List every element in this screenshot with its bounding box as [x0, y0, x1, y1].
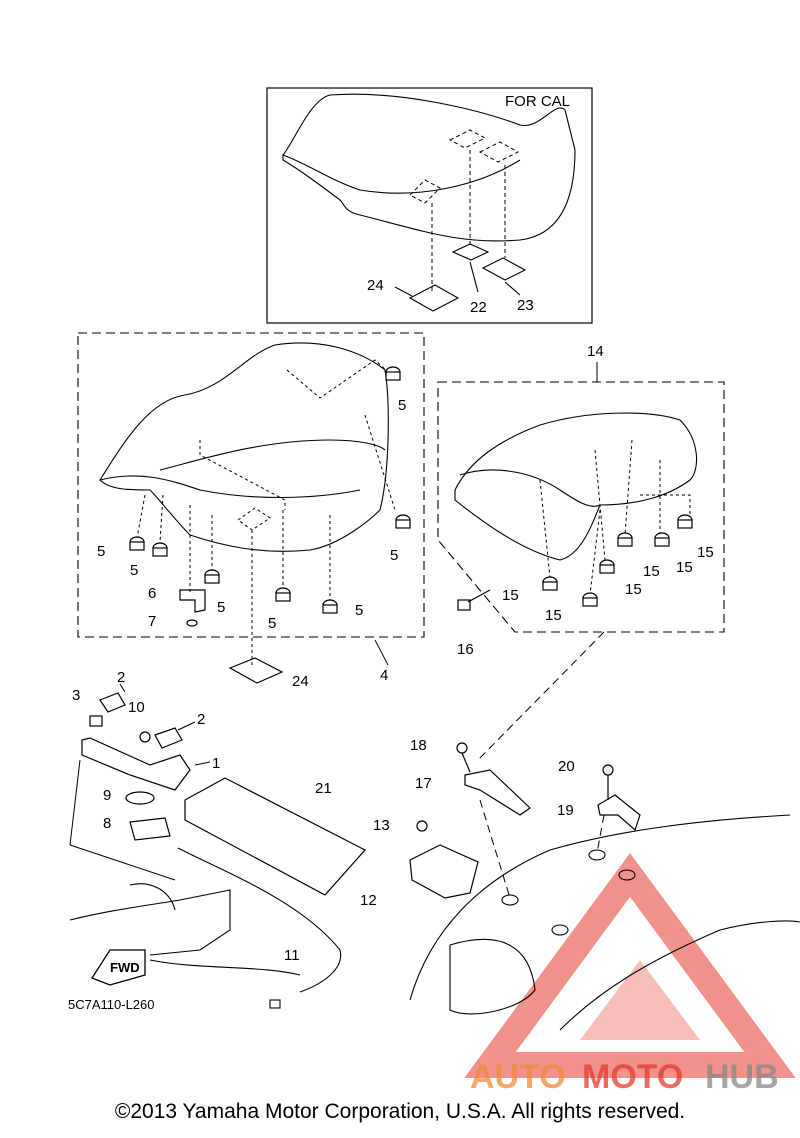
lock-leaders — [69, 683, 211, 881]
frame-sketch-right — [409, 814, 800, 1031]
seat-lock-assembly — [81, 692, 366, 896]
callout-23: 23 — [517, 297, 534, 314]
callout-15-e: 15 — [502, 587, 519, 604]
callout-15-c: 15 — [643, 563, 660, 580]
callout-14: 14 — [587, 343, 604, 360]
passenger-seat-outline — [454, 412, 698, 561]
for-cal-label: FOR CAL — [505, 93, 570, 110]
svg-text:MOTO: MOTO — [582, 1058, 683, 1096]
hook-17-19 — [456, 742, 641, 832]
callout-13: 13 — [373, 817, 390, 834]
automotohub-wordmark: AUTO MOTO HUB — [470, 1058, 779, 1096]
callout-5-e: 5 — [217, 599, 225, 616]
callout-2-b: 2 — [197, 711, 205, 728]
callout-24-inset: 24 — [367, 277, 384, 294]
callout-5-b: 5 — [390, 547, 398, 564]
callout-4: 4 — [380, 667, 388, 684]
passenger-fastener-leaders — [539, 439, 691, 596]
callout-12: 12 — [360, 892, 377, 909]
callout-18: 18 — [410, 737, 427, 754]
lock-bracket-12 — [409, 820, 479, 899]
callout-15-d: 15 — [625, 581, 642, 598]
passenger-seat-box — [437, 381, 725, 633]
callout-5-c: 5 — [97, 543, 105, 560]
automotohub-logo — [464, 853, 796, 1078]
callout-10: 10 — [128, 699, 145, 716]
inset-labels — [394, 243, 527, 312]
callout-19: 19 — [557, 802, 574, 819]
callout-11: 11 — [284, 947, 300, 964]
callout-17: 17 — [415, 775, 432, 792]
callout-5-d: 5 — [130, 562, 138, 579]
seat-assembly-box — [77, 332, 425, 638]
callout-20: 20 — [558, 758, 575, 775]
inset-seat-outline — [282, 93, 576, 242]
rear-leaders — [477, 631, 605, 899]
callout-3: 3 — [72, 687, 80, 704]
callout-8: 8 — [103, 815, 111, 832]
inset-label-outlines — [409, 129, 520, 292]
svg-text:AUTO: AUTO — [470, 1058, 566, 1096]
leader-4 — [374, 639, 389, 666]
callout-15-b: 15 — [676, 559, 693, 576]
grommets-passenger-seat — [542, 514, 693, 607]
seat-bracket-6 — [179, 589, 284, 684]
main-seat-outline — [99, 342, 389, 552]
seat-fastener-leaders — [136, 359, 396, 665]
grommets-main-seat — [129, 366, 411, 614]
callout-15-a: 15 — [697, 544, 714, 561]
callout-5-f: 5 — [268, 615, 276, 632]
callout-7: 7 — [148, 613, 156, 630]
callout-1: 1 — [212, 755, 220, 772]
fwd-arrow — [91, 949, 146, 986]
callout-6: 6 — [148, 585, 156, 602]
callout-9: 9 — [103, 787, 111, 804]
callout-16: 16 — [457, 641, 474, 658]
callout-5-a: 5 — [398, 397, 406, 414]
callout-5-g: 5 — [355, 602, 363, 619]
callout-21: 21 — [315, 780, 332, 797]
svg-text:HUB: HUB — [705, 1058, 779, 1096]
fwd-label: FWD — [110, 960, 140, 975]
seat-lock-cable — [177, 847, 342, 1009]
bolt-16 — [457, 589, 491, 611]
callout-2-a: 2 — [117, 669, 125, 686]
frame-sketch-left — [69, 883, 301, 976]
callout-22: 22 — [470, 299, 487, 316]
callout-15-f: 15 — [545, 607, 562, 624]
diagram-code: 5C7A110-L260 — [68, 997, 155, 1012]
copyright-notice: ©2013 Yamaha Motor Corporation, U.S.A. A… — [114, 1100, 686, 1123]
for-cal-inset-box — [266, 87, 593, 324]
callout-24: 24 — [292, 673, 309, 690]
